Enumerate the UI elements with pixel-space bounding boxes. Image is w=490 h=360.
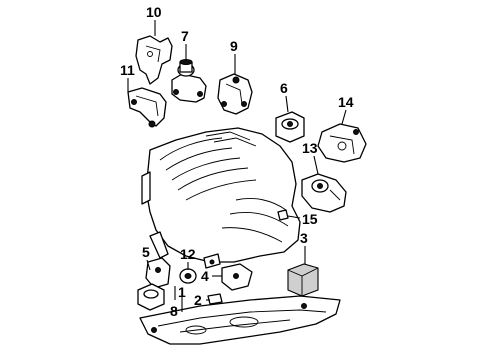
part-11-mount-bracket <box>127 87 167 128</box>
part-8-insulator <box>137 283 165 311</box>
callout-7: 7 <box>181 28 189 44</box>
callout-13: 13 <box>302 140 318 156</box>
callout-1: 1 <box>178 284 186 300</box>
callout-5: 5 <box>142 244 150 260</box>
callout-15: 15 <box>302 211 318 227</box>
engine-transmission-assembly <box>141 127 301 269</box>
part-4-bracket <box>221 263 253 291</box>
part-10-bracket <box>135 35 173 85</box>
callout-12: 12 <box>180 246 196 262</box>
callout-14: 14 <box>338 94 354 110</box>
callout-labels: 10 7 9 11 6 14 13 15 3 5 12 4 1 2 8 <box>120 4 354 319</box>
callout-2: 2 <box>194 292 202 308</box>
callout-11: 11 <box>120 62 135 78</box>
part-14-rear-mount <box>317 123 367 163</box>
callout-8: 8 <box>170 303 178 319</box>
part-9-mount-bracket <box>217 73 253 115</box>
part-12-washer <box>179 268 197 284</box>
part-2-clip <box>207 293 223 305</box>
part-6-rubber-mount <box>275 111 305 143</box>
callout-6: 6 <box>280 80 288 96</box>
part-5-lower-mount <box>145 257 171 289</box>
part-13-mount-assembly <box>301 173 347 213</box>
callout-4: 4 <box>201 268 209 284</box>
leader-lines <box>127 20 347 312</box>
part-7-engine-mount <box>171 59 207 103</box>
part-1-crossmember <box>139 295 341 345</box>
callout-3: 3 <box>300 230 308 246</box>
callout-10: 10 <box>146 4 162 20</box>
callout-9: 9 <box>230 38 238 54</box>
part-3-rubber-block <box>287 263 319 297</box>
